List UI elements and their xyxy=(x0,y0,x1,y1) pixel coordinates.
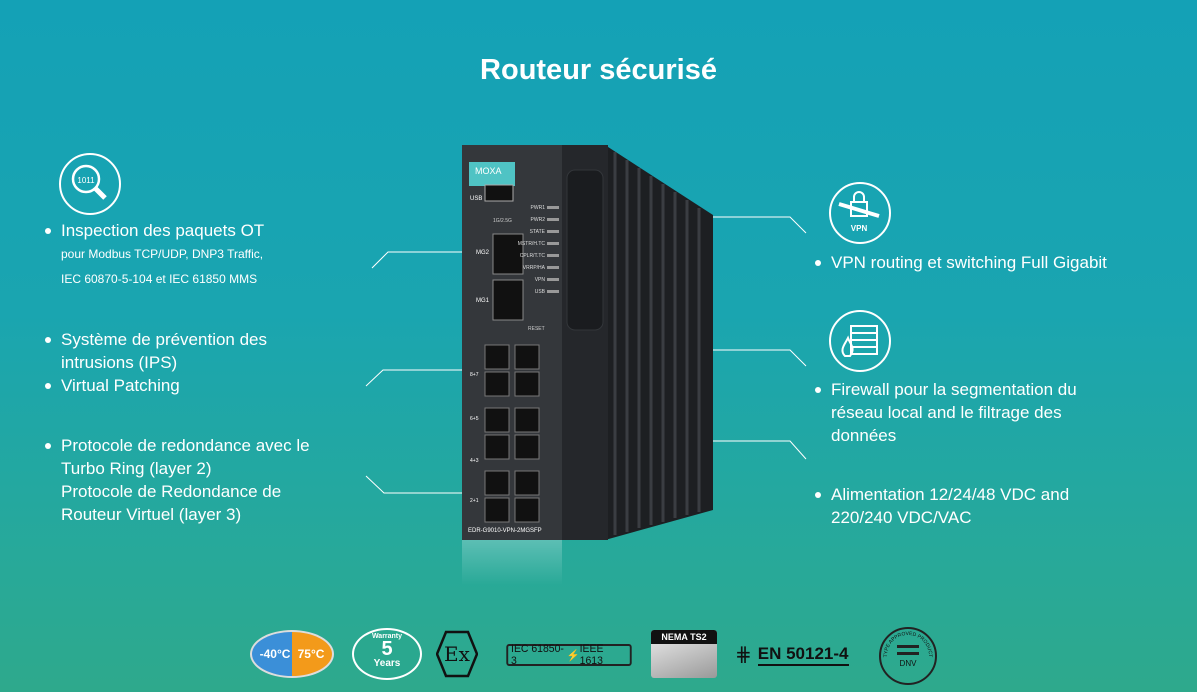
led-label: PWR2 xyxy=(530,217,545,223)
router-device-image xyxy=(462,145,713,585)
dnv-badge: TYPE APPROVED PRODUCT DNV xyxy=(878,626,938,686)
device-brand: MOXA xyxy=(475,166,502,176)
feature-item: Virtual Patching xyxy=(45,374,315,397)
temp-high: 75°C xyxy=(297,647,325,661)
led-label: VPN xyxy=(534,277,545,283)
feature-item: Protocole de redondance avec le Turbo Ri… xyxy=(45,434,345,480)
port-label: 4+3 xyxy=(470,458,479,464)
speed-label: 1G/2.5G xyxy=(493,218,512,224)
port-label: 8+7 xyxy=(470,372,479,378)
ieee-text: IEEE 1613 xyxy=(579,643,604,667)
firewall-icon xyxy=(829,310,891,372)
en-text: EN 50121-4 xyxy=(757,644,849,666)
dnv-text: DNV xyxy=(900,659,918,668)
feature-item: VPN routing et switching Full Gigabit xyxy=(815,251,1107,274)
packet-inspection-icon: 1011 xyxy=(59,153,121,215)
nema-text: NEMA TS2 xyxy=(651,630,717,644)
warranty-text: Warranty xyxy=(371,633,403,640)
iec-ieee-badge: IEC 61850-3⚡IEEE 1613 xyxy=(506,643,632,667)
en50121-badge: ⋕ EN 50121-4 xyxy=(735,642,849,667)
led-label: PWR1 xyxy=(530,205,545,211)
vpn-lock-icon: VPN xyxy=(829,182,891,244)
mg1-label: MG1 xyxy=(476,298,490,304)
atex-ex-badge: Ex xyxy=(435,630,479,678)
warranty-years-text: Years xyxy=(373,658,401,669)
led-label: STATE xyxy=(529,229,545,235)
feature-item: Inspection des paquets OT xyxy=(45,219,264,242)
vpn-icon-text: VPN xyxy=(851,224,868,233)
feature-item: Firewall pour la segmentation du réseau … xyxy=(815,378,1105,447)
feature-block-inspection: Inspection des paquets OT pour Modbus TC… xyxy=(45,219,264,292)
feature-block-redundancy: Protocole de redondance avec le Turbo Ri… xyxy=(45,434,345,526)
port-label: 6+5 xyxy=(470,416,479,422)
feature-item: Alimentation 12/24/48 VDC and 220/240 VD… xyxy=(815,483,1105,529)
feature-item: Système de prévention des intrusions (IP… xyxy=(45,328,315,374)
svg-text:1011: 1011 xyxy=(77,176,95,185)
page-title: Routeur sécurisé xyxy=(480,54,717,86)
led-label: CPLR/T.TC xyxy=(519,253,545,259)
led-label: VRRP/HA xyxy=(522,265,545,271)
nema-ts2-badge: NEMA TS2 xyxy=(651,630,717,678)
warranty-years-number: 5 xyxy=(381,638,393,660)
feature-subtext: IEC 60870-5-104 et IEC 61850 MMS xyxy=(61,272,258,286)
led-label: USB xyxy=(534,289,545,295)
usb-label: USB xyxy=(470,196,483,202)
feature-subtext: pour Modbus TCP/UDP, DNP3 Traffic, xyxy=(61,247,264,261)
device-model: EDR-G9010-VPN-2MGSFP xyxy=(468,528,542,534)
ex-text: Ex xyxy=(444,642,471,666)
warranty-badge: Warranty 5 Years xyxy=(352,628,422,680)
feature-block-vpn: VPN routing et switching Full Gigabit xyxy=(815,251,1107,274)
feature-block-power: Alimentation 12/24/48 VDC and 220/240 VD… xyxy=(815,483,1105,529)
feature-item-continued: Protocole de Redondance de Routeur Virtu… xyxy=(61,482,282,524)
led-label: MSTR/H.TC xyxy=(517,241,545,247)
certification-badges: -40°C 75°C Warranty 5 Years Ex IEC 61850-… xyxy=(248,627,948,685)
temp-low: -40°C xyxy=(259,647,291,661)
iec-text: IEC 61850-3 xyxy=(511,643,564,667)
feature-block-ips: Système de prévention des intrusions (IP… xyxy=(45,328,315,397)
port-label: 2+1 xyxy=(470,498,479,504)
temperature-badge: -40°C 75°C xyxy=(250,630,334,678)
railway-track-icon: ⋕ xyxy=(735,644,752,666)
feature-block-firewall: Firewall pour la segmentation du réseau … xyxy=(815,378,1105,447)
mg2-label: MG2 xyxy=(476,250,490,256)
reset-label: RESET xyxy=(528,326,545,332)
